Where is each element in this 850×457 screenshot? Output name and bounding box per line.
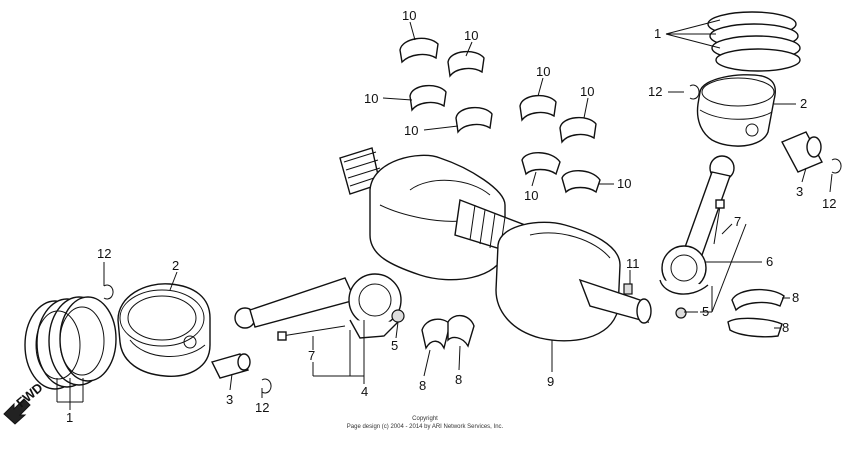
piston-rings-left[interactable] [24,296,117,390]
piston-right[interactable] [696,74,777,147]
callout-5-left[interactable]: 5 [391,338,398,353]
callout-10-h[interactable]: 10 [617,176,631,191]
pin-clip-left-top[interactable] [103,284,114,300]
piston-pin-right[interactable] [781,131,823,173]
crank-pin-bearing-right-2[interactable] [727,317,783,338]
main-bearing-3[interactable] [409,85,447,112]
main-bearing-4[interactable] [455,107,493,134]
callout-12-right-bottom[interactable]: 12 [822,196,836,211]
callout-3-right[interactable]: 3 [796,184,803,199]
connecting-rod-right[interactable] [659,155,735,295]
fwd-arrow [3,398,31,425]
piston-rings-right[interactable] [707,11,801,72]
callout-8-right-2[interactable]: 8 [782,320,789,335]
callout-6[interactable]: 6 [766,254,773,269]
copyright-line-1: Copyright [412,416,438,422]
main-bearing-6[interactable] [559,117,597,144]
pin-clip-right-bottom[interactable] [831,158,842,174]
callout-10-g[interactable]: 10 [524,188,538,203]
callout-7-right[interactable]: 7 [734,214,741,229]
rod-nut-left[interactable] [391,309,405,323]
main-bearing-8[interactable] [561,170,601,194]
callout-8-right-1[interactable]: 8 [792,290,799,305]
callout-8-left-1[interactable]: 8 [419,378,426,393]
piston-pin-left[interactable] [210,353,251,379]
main-bearing-7[interactable] [521,152,561,176]
leader-lines [56,19,833,410]
callout-12-right-top[interactable]: 12 [648,84,662,99]
callout-1-right[interactable]: 1 [654,26,661,41]
crankshaft-key[interactable] [623,283,633,295]
rod-bolt-right[interactable] [713,199,725,245]
callout-10-a[interactable]: 10 [402,8,416,23]
callout-3-left[interactable]: 3 [226,392,233,407]
callout-8-left-2[interactable]: 8 [455,372,462,387]
callout-10-f[interactable]: 10 [580,84,594,99]
callout-4[interactable]: 4 [361,384,368,399]
rod-bolt-left[interactable] [277,325,346,341]
callout-10-c[interactable]: 10 [364,91,378,106]
callout-10-d[interactable]: 10 [404,123,418,138]
callout-12-left-top[interactable]: 12 [97,246,111,261]
callout-12-left-bottom[interactable]: 12 [255,400,269,415]
rod-nut-right[interactable] [675,307,687,319]
callout-11[interactable]: 11 [626,256,640,271]
callout-9[interactable]: 9 [547,374,554,389]
pin-clip-left-bottom[interactable] [261,378,272,394]
callout-10-e[interactable]: 10 [536,64,550,79]
main-bearing-5[interactable] [519,95,557,122]
callout-2-right[interactable]: 2 [800,96,807,111]
callout-labels: 1 12 2 3 12 7 4 5 8 8 9 11 10 10 10 10 1… [66,8,836,425]
callout-7-left[interactable]: 7 [308,348,315,363]
crank-pin-bearing-left-1[interactable] [421,318,451,351]
main-bearing-2[interactable] [447,51,485,78]
piston-left[interactable] [117,283,211,377]
pin-clip-right-top[interactable] [689,84,700,100]
callout-1-left[interactable]: 1 [66,410,73,425]
crank-pin-bearing-right-1[interactable] [731,289,785,312]
callout-10-b[interactable]: 10 [464,28,478,43]
connecting-rod-left[interactable] [234,273,402,339]
callout-2-left[interactable]: 2 [172,258,179,273]
main-bearing-1[interactable] [399,37,439,64]
callout-5-right[interactable]: 5 [702,304,709,319]
copyright-line-2: Page design (c) 2004 - 2014 by ARI Netwo… [347,424,504,430]
crank-pin-bearing-left-2[interactable] [447,315,475,348]
crankshaft[interactable] [339,147,652,342]
